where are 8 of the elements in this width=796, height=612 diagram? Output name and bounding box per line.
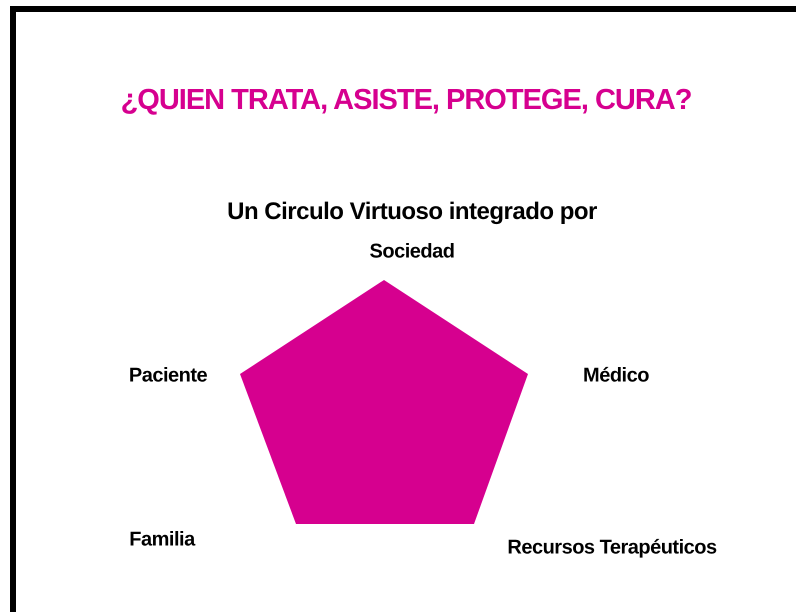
subtitle: Un Circulo Virtuoso integrado por — [227, 198, 597, 226]
vertex-label: Médico — [583, 364, 649, 388]
vertex-label: Familia — [129, 528, 195, 552]
vertex-label: Sociedad — [370, 240, 454, 264]
vertex-label: Paciente — [128, 364, 208, 388]
title: ¿QUIEN TRATA, ASISTE, PROTEGE, CURA? — [120, 84, 692, 117]
pentagon-shape — [240, 280, 528, 524]
vertex-label: Recursos Terapéuticos — [507, 536, 717, 560]
